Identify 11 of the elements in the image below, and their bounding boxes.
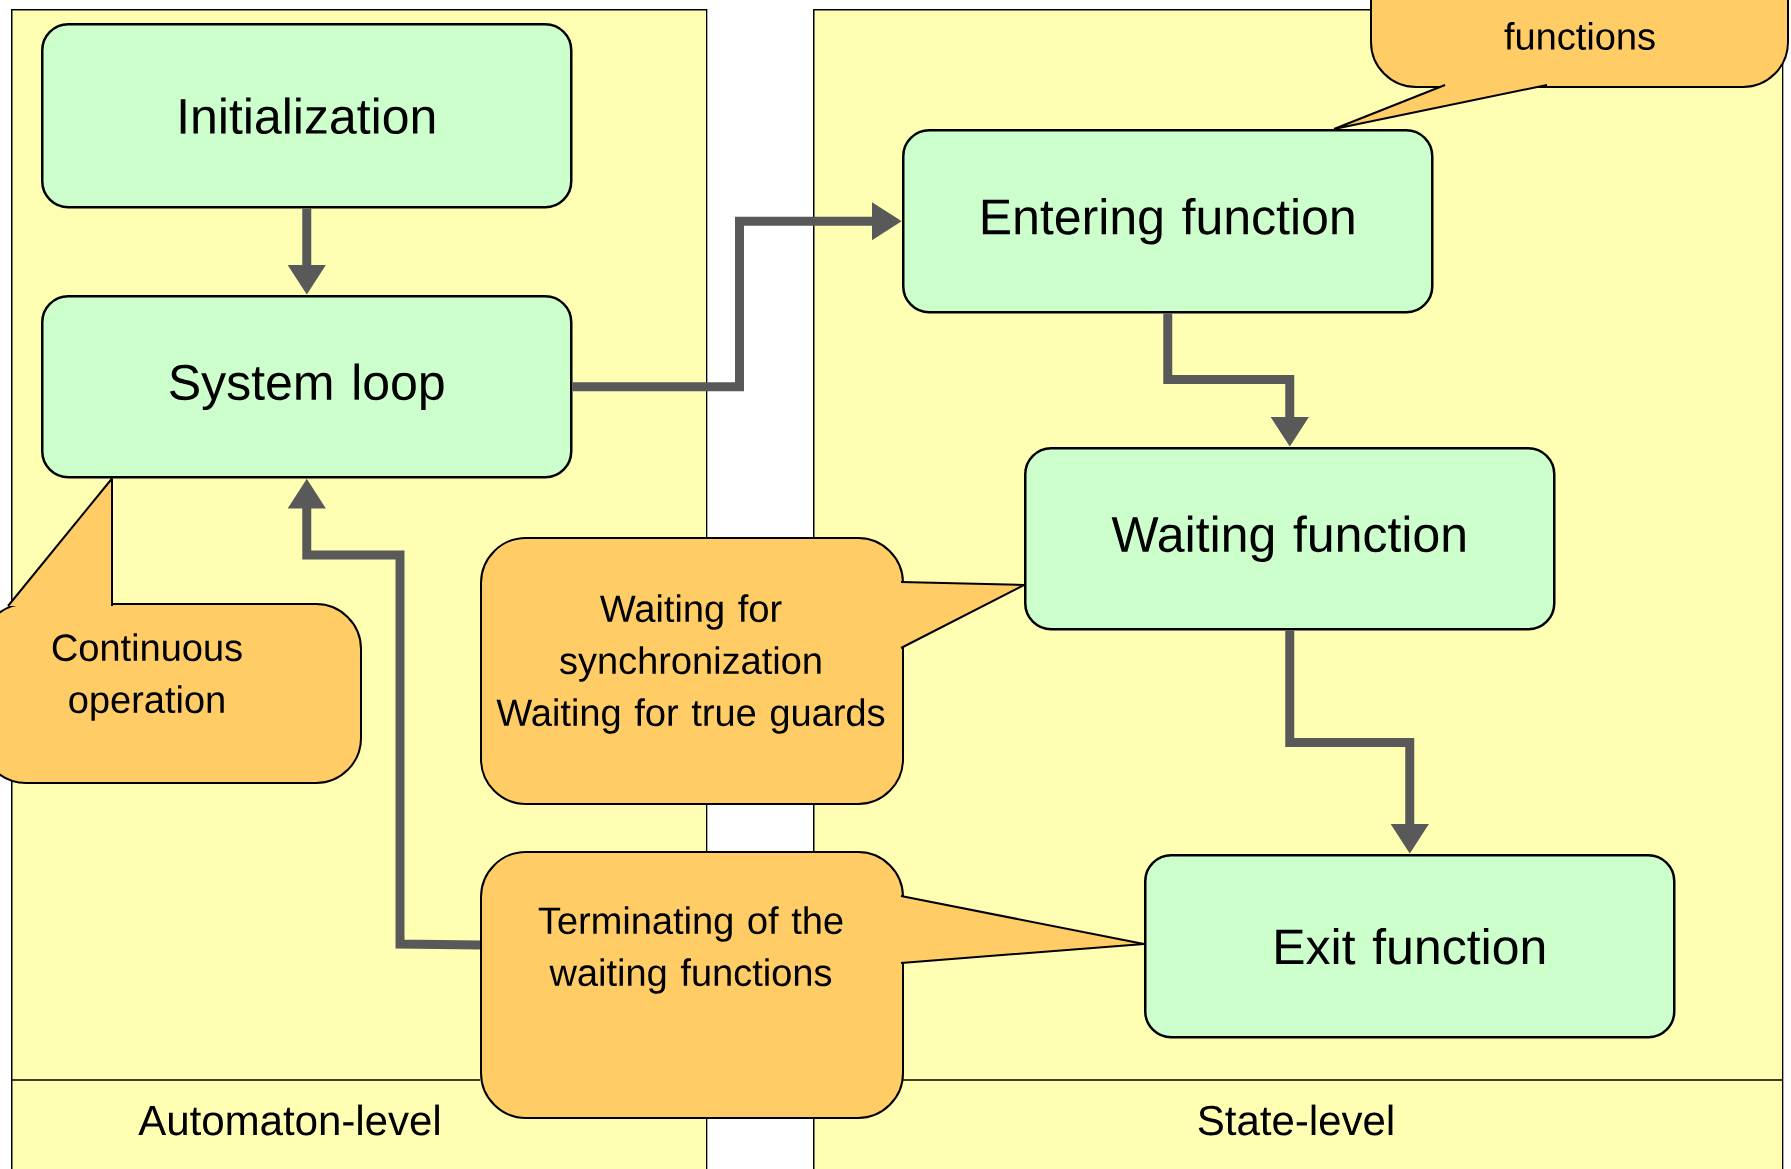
process-box: System loop [41, 295, 573, 479]
process-box: Entering function [902, 129, 1434, 314]
callout-pointer [7, 477, 113, 607]
process-box: Initialization [41, 23, 573, 209]
speech-bubble: Terminating of the waiting functions [480, 851, 904, 1119]
callout-pointer [900, 581, 1025, 649]
process-box: Exit function [1144, 854, 1676, 1039]
callout-pointer [1333, 84, 1548, 130]
process-box: Waiting function [1024, 447, 1556, 631]
speech-bubble: Waiting for synchronization Waiting for true guards [480, 537, 904, 805]
callout-pointer [900, 895, 1145, 964]
